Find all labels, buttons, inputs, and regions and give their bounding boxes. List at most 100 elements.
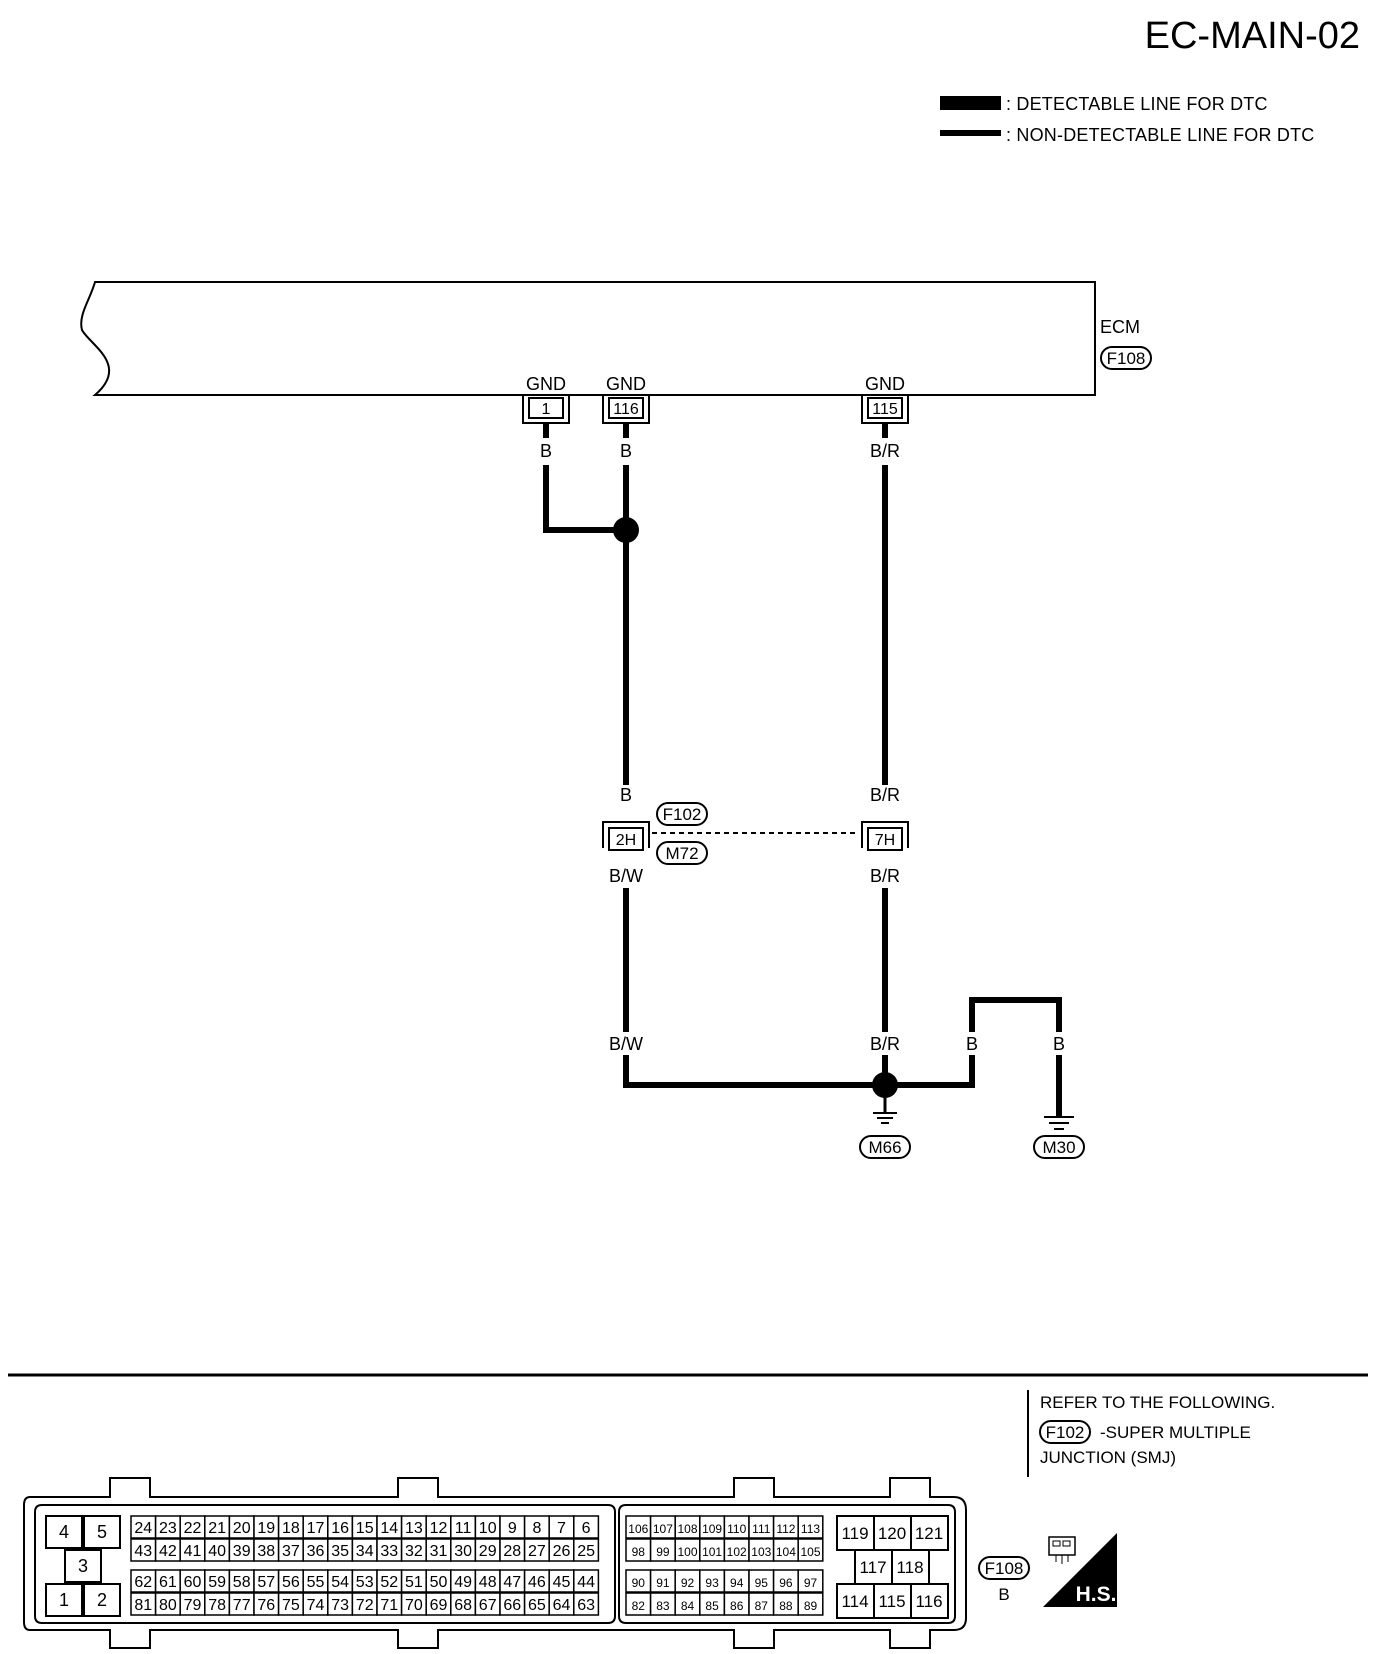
pin-cell: 71 xyxy=(380,1597,398,1614)
pin-cell: 79 xyxy=(184,1597,202,1614)
wire-label-t116: B xyxy=(620,441,632,461)
pin-cell: 80 xyxy=(159,1597,177,1614)
pin-cell: 33 xyxy=(380,1543,398,1560)
refer-note: REFER TO THE FOLLOWING. F102 -SUPER MULT… xyxy=(1027,1390,1275,1477)
pin-cell: 92 xyxy=(681,1576,695,1590)
pin-cell: 4 xyxy=(59,1522,69,1542)
pin-cell: 116 xyxy=(915,1592,942,1611)
connector-inner-right xyxy=(618,1504,956,1624)
pin-cell: 35 xyxy=(331,1543,349,1560)
pin-cell: 41 xyxy=(184,1543,202,1560)
pin-cell: 53 xyxy=(356,1574,374,1591)
ground-icon xyxy=(1044,1116,1074,1130)
pin-cell: 12 xyxy=(430,1520,448,1537)
pin-cell: 82 xyxy=(632,1599,646,1613)
pin-cell: 112 xyxy=(776,1522,795,1536)
legend-detectable-label: : DETECTABLE LINE FOR DTC xyxy=(1006,94,1268,114)
refer-line1: -SUPER MULTIPLE xyxy=(1100,1423,1251,1442)
pin-cell: 74 xyxy=(307,1597,325,1614)
pin-cell: 87 xyxy=(755,1599,769,1613)
wire-label-lower-right-b: B xyxy=(1053,1034,1065,1054)
wire-label-7h-out: B/R xyxy=(870,866,900,886)
pin-cell: 13 xyxy=(405,1520,423,1537)
pin-cell: 115 xyxy=(878,1592,905,1611)
pin-cell: 99 xyxy=(656,1545,670,1559)
wire-splice-to-b xyxy=(885,1055,975,1088)
pin-cell: 51 xyxy=(405,1574,423,1591)
pin-cell: 83 xyxy=(656,1599,670,1613)
pin-cell: 37 xyxy=(282,1543,300,1560)
pin-cell: 30 xyxy=(454,1543,472,1560)
refer-line2: JUNCTION (SMJ) xyxy=(1040,1448,1176,1467)
pin-cell: 19 xyxy=(257,1520,275,1537)
pin-cell: 62 xyxy=(134,1574,152,1591)
pin-cell: 58 xyxy=(233,1574,251,1591)
ecm-connector-label: F108 xyxy=(1107,349,1146,368)
pin-cell: 90 xyxy=(632,1576,646,1590)
pin-cell: 16 xyxy=(331,1520,349,1537)
legend-nondetectable-label: : NON-DETECTABLE LINE FOR DTC xyxy=(1006,125,1315,145)
pin-cell: 100 xyxy=(677,1545,697,1559)
pin-cell: 108 xyxy=(677,1522,697,1536)
ecm-terminal-116: GND 116 xyxy=(602,374,650,424)
pin-cell: 40 xyxy=(208,1543,226,1560)
pin-cell: 114 xyxy=(841,1592,868,1611)
pin-cell: 25 xyxy=(577,1543,595,1560)
pin-cell: 70 xyxy=(405,1597,423,1614)
pin-cell: 88 xyxy=(779,1599,793,1613)
wire-b-loop xyxy=(969,997,1062,1032)
pin-cell: 120 xyxy=(878,1524,906,1543)
pin-cell: 21 xyxy=(208,1520,226,1537)
pin-cell: 84 xyxy=(681,1599,695,1613)
connector-inner-left xyxy=(34,1504,616,1624)
connector-face-label: F108 B xyxy=(978,1556,1030,1604)
pin-cell: 75 xyxy=(282,1597,300,1614)
pin-cell: 73 xyxy=(331,1597,349,1614)
refer-connector: F102 xyxy=(1046,1423,1085,1442)
pin-cell: 101 xyxy=(702,1545,722,1559)
pin-cell: 36 xyxy=(307,1543,325,1560)
pin-cell: 96 xyxy=(779,1576,793,1590)
terminal-1-name: GND xyxy=(526,374,566,394)
pin-cell: 23 xyxy=(159,1520,177,1537)
pin-cell: 72 xyxy=(356,1597,374,1614)
pin-cell: 109 xyxy=(702,1522,722,1536)
pin-cell: 111 xyxy=(752,1522,771,1536)
pin-cell: 10 xyxy=(479,1520,497,1537)
junction-connector: B B/R 2H 7H F102 M72 B/W B/R xyxy=(602,785,909,886)
pin-cell: 94 xyxy=(730,1576,744,1590)
pin-cell: 9 xyxy=(508,1520,517,1537)
terminal-115-pin: 115 xyxy=(872,401,898,418)
pin-cell: 113 xyxy=(801,1522,820,1536)
pin-cell: 29 xyxy=(479,1543,497,1560)
pin-box xyxy=(797,1515,824,1539)
pin-cell: 32 xyxy=(405,1543,423,1560)
pin-cell: 119 xyxy=(841,1524,868,1543)
pin-cell: 5 xyxy=(97,1522,107,1542)
pin-cell: 27 xyxy=(528,1543,546,1560)
pin-cell: 42 xyxy=(159,1543,177,1560)
pin-cell: 2 xyxy=(97,1590,107,1610)
pin-cell: 64 xyxy=(553,1597,571,1614)
pin-cell: 60 xyxy=(184,1574,202,1591)
pin-cell: 26 xyxy=(553,1543,571,1560)
pin-cell: 105 xyxy=(800,1545,820,1559)
pin-cell: 98 xyxy=(632,1545,646,1559)
pin-cell: 91 xyxy=(656,1576,670,1590)
pin-cell: 66 xyxy=(503,1597,521,1614)
pin-cell: 34 xyxy=(356,1543,374,1560)
pin-cell: 86 xyxy=(730,1599,744,1613)
pin-cell: 95 xyxy=(755,1576,769,1590)
pin-cell: 76 xyxy=(257,1597,275,1614)
pin-box xyxy=(573,1569,600,1593)
pin-cell: 68 xyxy=(454,1597,472,1614)
terminal-115-name: GND xyxy=(865,374,905,394)
pin-cell: 1 xyxy=(59,1590,69,1610)
pin-cell: 121 xyxy=(915,1524,943,1543)
terminal-1-pin: 1 xyxy=(542,401,551,418)
pin-cell: 17 xyxy=(307,1520,325,1537)
pin-cell: 104 xyxy=(776,1545,796,1559)
pin-cell: 22 xyxy=(184,1520,202,1537)
pin-cell: 93 xyxy=(705,1576,719,1590)
